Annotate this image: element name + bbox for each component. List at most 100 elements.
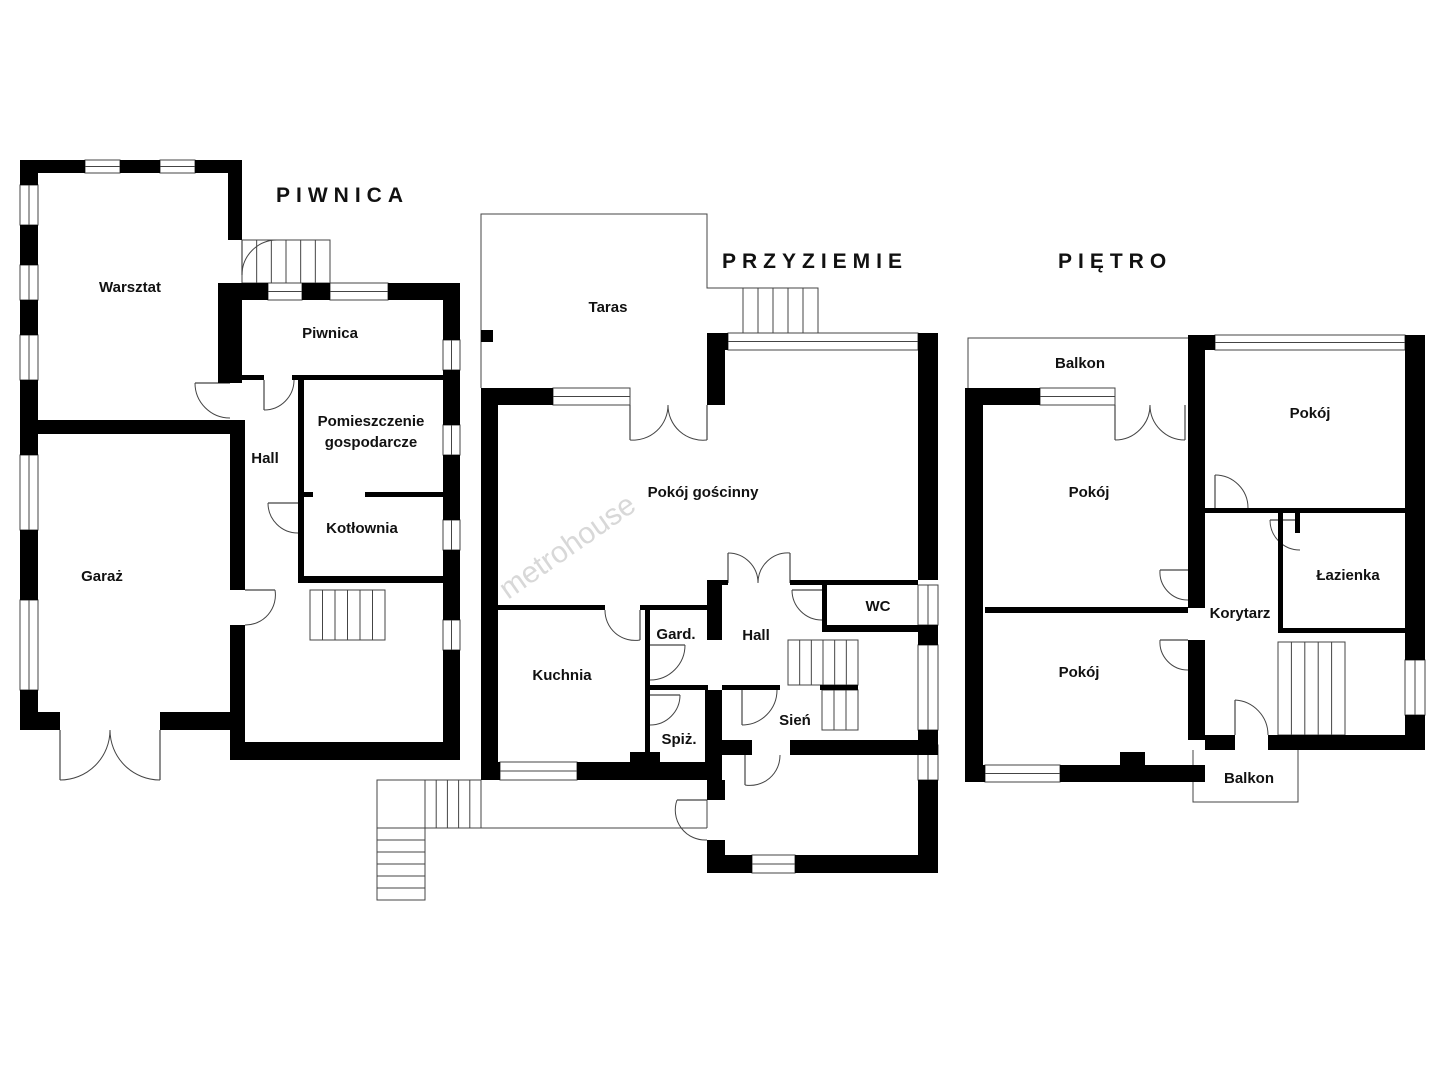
door-swing-arc (1234, 699, 1269, 736)
wall-segment (302, 283, 330, 300)
room-label-pokoj-right: Pokój (1290, 405, 1331, 422)
wall-segment (218, 283, 268, 300)
wall-segment (965, 388, 983, 782)
door-swing-arc (629, 404, 669, 441)
room-label-hall-ground: Hall (742, 627, 770, 644)
stair-run (821, 689, 859, 731)
wall-segment (298, 378, 304, 583)
door-swing-arc (667, 404, 708, 441)
wall-segment (790, 580, 918, 585)
wall-segment (20, 225, 38, 265)
wall-segment (388, 283, 460, 300)
room-label-gospodarcze: gospodarcze (325, 434, 418, 451)
wall-segment (298, 576, 443, 583)
room-label-pokoj-goscinny: Pokój gościnny (648, 484, 760, 501)
wall-segment (918, 333, 938, 580)
room-label-garaz: Garaż (81, 568, 123, 585)
wall-segment (120, 160, 160, 173)
door-swing-arc (604, 609, 641, 641)
outline (967, 337, 1188, 388)
wall-segment (228, 160, 242, 240)
room-label-sien: Sień (779, 712, 811, 729)
door-swing-arc (757, 552, 791, 584)
level-title-ground: PRZYZIEMIE (722, 250, 908, 273)
wall-segment (20, 160, 38, 185)
room-label-pokoj-left-top: Pokój (1069, 484, 1110, 501)
room-label-wc: WC (866, 598, 891, 615)
door-swing-arc (241, 239, 278, 276)
wall-segment (722, 740, 752, 755)
stair-run (742, 287, 819, 334)
wall-segment (20, 420, 245, 434)
walls-layer (20, 160, 1425, 873)
wall-segment (707, 580, 728, 585)
room-label-garderoba: Gard. (656, 626, 695, 643)
door-swing-arc (649, 644, 686, 681)
wall-segment (443, 650, 460, 760)
wall-segment (722, 855, 752, 873)
room-label-pomieszczenie: Pomieszczenie (318, 413, 425, 430)
wall-segment (1405, 335, 1425, 660)
wall-segment (481, 330, 493, 342)
wall-segment (707, 333, 725, 405)
wall-segment (230, 742, 460, 760)
wall-segment (705, 690, 722, 780)
door-swing-arc (674, 799, 708, 841)
wall-segment (443, 370, 460, 425)
stair-run (1277, 641, 1346, 736)
wall-segment (1278, 513, 1283, 632)
wall-segment (230, 420, 245, 590)
stair-run (424, 779, 482, 829)
wall-segment (365, 492, 443, 497)
wall-segment (822, 583, 827, 630)
wall-segment (1205, 735, 1235, 750)
wall-segment (965, 388, 1040, 405)
wall-segment (1188, 335, 1215, 350)
room-label-korytarz: Korytarz (1210, 605, 1271, 622)
wall-segment (985, 607, 1188, 613)
wall-segment (965, 765, 985, 782)
room-label-hall-basement: Hall (251, 450, 279, 467)
wall-segment (630, 752, 660, 762)
wall-segment (20, 300, 38, 335)
wall-segment (640, 605, 708, 610)
wall-segment (707, 580, 722, 640)
room-label-kuchnia: Kuchnia (532, 667, 592, 684)
wall-segment (292, 375, 443, 380)
wall-segment (1120, 752, 1145, 765)
wall-segment (160, 712, 245, 730)
room-label-balkon-bottom: Balkon (1224, 770, 1274, 787)
door-swing-arc (263, 379, 295, 411)
door-swing-arc (1149, 404, 1186, 441)
door-swing-arc (59, 729, 111, 781)
door-swing-arc (791, 589, 823, 621)
wall-segment (498, 762, 500, 780)
door-swing-arc (744, 754, 781, 786)
room-label-kotlownia: Kotłownia (326, 520, 398, 537)
room-label-warsztat: Warsztat (99, 279, 161, 296)
wall-segment (20, 530, 38, 600)
wall-segment (790, 740, 938, 755)
wall-segment (707, 333, 728, 350)
door-swing-arc (1214, 474, 1249, 509)
wall-segment (1295, 513, 1300, 533)
outline (480, 213, 743, 388)
watermark: metrohouse (493, 488, 642, 606)
wall-segment (1188, 338, 1205, 608)
room-label-spizarnia: Spiż. (661, 731, 696, 748)
room-label-pokoj-left-bottom: Pokój (1059, 664, 1100, 681)
wall-segment (1060, 765, 1205, 782)
wall-segment (443, 455, 460, 520)
wall-segment (1268, 735, 1425, 750)
door-swing-arc (727, 552, 759, 584)
door-swing-arc (194, 382, 231, 419)
wall-segment (722, 685, 780, 690)
stairs-layer (241, 239, 1346, 901)
doors-layer (59, 239, 1301, 841)
wall-segment (820, 685, 858, 690)
door-swing-arc (741, 689, 778, 726)
wall-segment (1188, 640, 1205, 740)
door-swing-arc (1159, 569, 1189, 601)
level-title-basement: PIWNICA (276, 184, 409, 207)
